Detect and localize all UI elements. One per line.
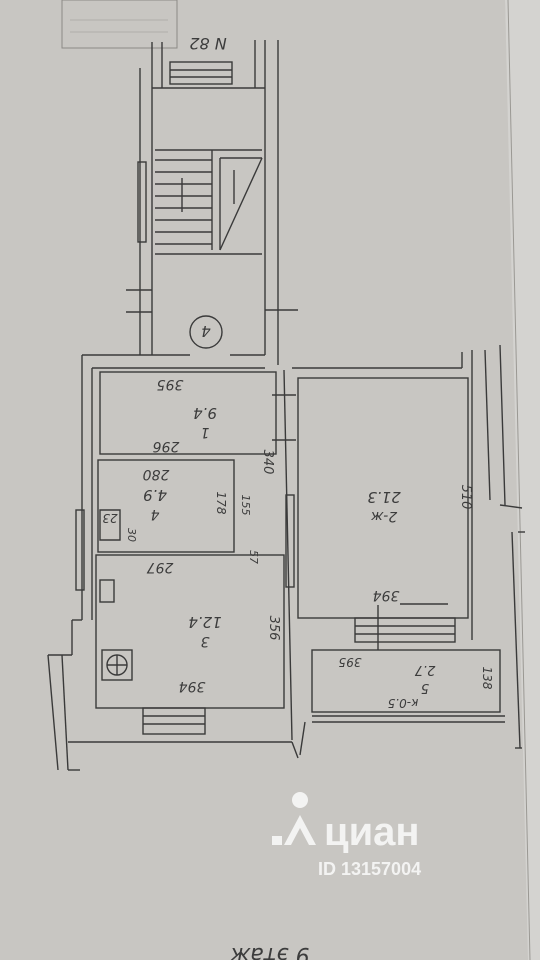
walls [47, 40, 525, 771]
stair-mark: 4 [189, 315, 223, 349]
svg-text:1: 1 [201, 424, 210, 440]
svg-text:2.7: 2.7 [414, 662, 435, 677]
bottom-caption: 9 этаж [230, 942, 309, 960]
room-5: 2.7 5 к-0.5 395 138 [339, 655, 494, 710]
stamp [61, 0, 178, 49]
watermark-brand: циан [324, 810, 420, 854]
svg-text:155: 155 [239, 495, 252, 516]
svg-text:394: 394 [373, 587, 400, 603]
room-4: 4.9 4 280 178 155 23 30 [102, 466, 252, 542]
svg-text:9.4: 9.4 [193, 404, 217, 422]
svg-text:2-ж: 2-ж [370, 508, 397, 524]
watermark-id: ID 13157004 [318, 859, 421, 879]
svg-text:4.9: 4.9 [143, 486, 167, 504]
watermark: циан ID 13157004 [272, 792, 421, 879]
svg-text:5: 5 [421, 680, 429, 695]
svg-text:296: 296 [153, 438, 180, 454]
svg-text:4: 4 [201, 322, 211, 340]
svg-text:4: 4 [151, 506, 160, 522]
cian-logo-icon [272, 792, 316, 845]
svg-text:3: 3 [201, 633, 210, 649]
svg-text:21.3: 21.3 [367, 488, 400, 506]
svg-text:23: 23 [102, 511, 117, 525]
room-2: 21.3 2-ж 510 394 [367, 485, 473, 603]
svg-text:к-0.5: к-0.5 [388, 696, 419, 710]
svg-text:178: 178 [214, 492, 228, 515]
room-1: 9.4 1 395 296 340 [153, 376, 275, 474]
svg-text:510: 510 [458, 485, 473, 510]
svg-text:395: 395 [157, 376, 184, 392]
svg-text:340: 340 [260, 450, 275, 475]
svg-text:394: 394 [179, 678, 206, 694]
svg-text:280: 280 [143, 466, 170, 482]
svg-text:12.4: 12.4 [188, 613, 221, 631]
svg-text:138: 138 [480, 667, 494, 690]
room-3: 12.4 3 297 356 394 57 [147, 550, 281, 694]
header-label: N 82 [189, 34, 226, 53]
svg-text:57: 57 [247, 550, 260, 564]
svg-text:395: 395 [339, 655, 362, 669]
svg-text:356: 356 [266, 616, 281, 641]
svg-text:297: 297 [147, 559, 174, 575]
svg-text:30: 30 [125, 528, 138, 542]
